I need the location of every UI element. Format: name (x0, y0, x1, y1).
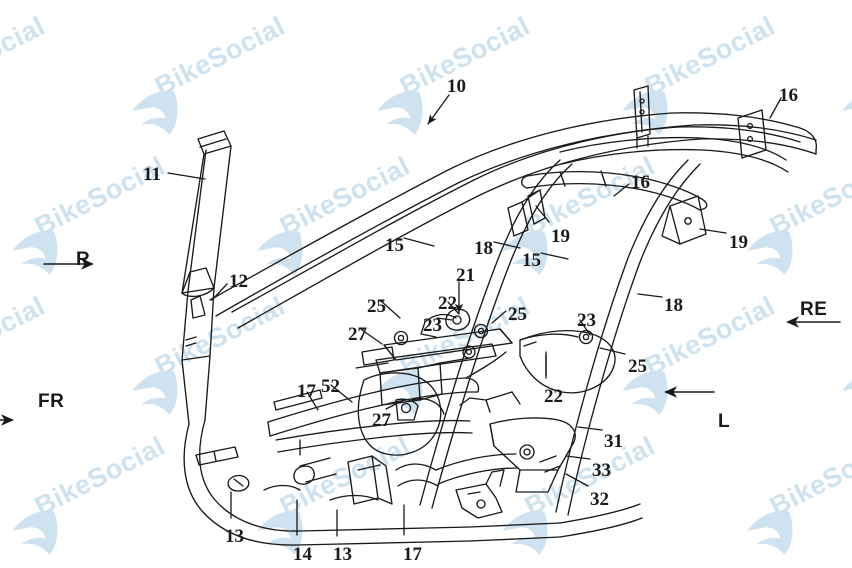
callout-number-23: 23 (577, 310, 596, 331)
callout-number-19: 19 (551, 226, 570, 247)
lower-left-tab (195, 446, 239, 466)
head-pipe-11 (181, 130, 232, 298)
callout-number-31: 31 (604, 431, 623, 452)
lower-rear-structure (347, 453, 519, 505)
callout-number-17: 17 (403, 544, 422, 565)
lower-bracket-17b (275, 419, 473, 453)
callout-number-25: 25 (367, 296, 386, 317)
callout-number-10: 10 (447, 76, 466, 97)
callout-number-19: 19 (729, 232, 748, 253)
rear-foot-plate (455, 469, 505, 519)
bracket-tab-19-a (507, 189, 546, 237)
seat-rail-16-upper (559, 136, 789, 173)
upper-rail-16 (671, 112, 818, 155)
callout-number-14: 14 (293, 544, 312, 565)
seat-cross-member-16 (521, 170, 708, 211)
seat-stay-18-left (419, 159, 573, 509)
misc-structure (263, 351, 643, 538)
callout-number-22: 22 (438, 293, 457, 314)
bracket-tab-19-b (661, 195, 707, 245)
callout-number-21: 21 (456, 265, 475, 286)
callout-number-11: 11 (143, 164, 161, 185)
callout-number-17: 17 (297, 381, 316, 402)
callout-number-25: 25 (508, 304, 527, 325)
cradle-boss-b (293, 465, 315, 485)
direction-label-l: L (718, 411, 731, 432)
callout-number-13: 13 (333, 544, 352, 565)
callout-number-22: 22 (544, 386, 563, 407)
direction-label-r: R (76, 249, 91, 270)
bracket-tab-right-upper (737, 109, 767, 159)
callout-number-18: 18 (474, 238, 493, 259)
direction-label-fr: FR (38, 391, 65, 412)
pivot-plate-31 (489, 417, 576, 493)
callout-number-12: 12 (229, 271, 248, 292)
callout-number-33: 33 (592, 460, 611, 481)
callout-number-27: 27 (348, 324, 367, 345)
callout-number-25: 25 (628, 356, 647, 377)
callout-number-18: 18 (664, 295, 683, 316)
callout-number-16: 16 (631, 172, 650, 193)
callout-number-16: 16 (779, 85, 798, 106)
callout-number-15: 15 (385, 235, 404, 256)
engine-mount-assembly (355, 308, 513, 421)
callout-number-15: 15 (522, 250, 541, 271)
cradle-boss-a (227, 474, 250, 492)
head-gusset-12 (181, 267, 215, 425)
callout-number-32: 32 (590, 489, 609, 510)
direction-label-re: RE (800, 299, 828, 320)
callout-number-27: 27 (372, 410, 391, 431)
callout-number-23: 23 (423, 315, 442, 336)
callout-number-52: 52 (321, 376, 340, 397)
callout-number-13: 13 (225, 526, 244, 547)
main-tube-15-right (231, 124, 701, 329)
